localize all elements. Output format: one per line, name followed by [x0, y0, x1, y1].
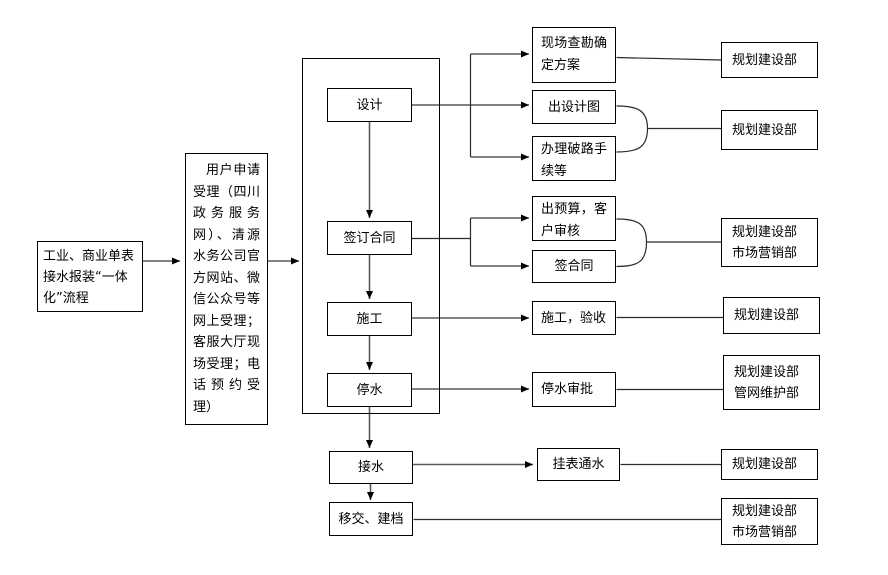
node-dept-planning-3: 规划建设部 [723, 297, 820, 334]
node-dept-planning-2: 规划建设部 [721, 110, 818, 150]
node-water-stop-approval: 停水审批 [532, 372, 616, 407]
node-dept-planning-marketing-2: 规划建设部 市场营销部 [721, 498, 818, 545]
node-dept-planning-marketing-1: 规划建设部 市场营销部 [721, 218, 818, 267]
node-contract-signing: 签合同 [532, 250, 616, 283]
node-process-title: 工业、商业单表接水报装“一体化”流程 [37, 241, 143, 312]
stage-group-frame [302, 58, 440, 414]
node-road-breaking: 办理破路手续等 [532, 136, 616, 181]
node-construction-acceptance: 施工，验收 [532, 301, 616, 335]
node-dept-planning-4: 规划建设部 [721, 449, 818, 480]
node-budget-review: 出预算，客户审核 [532, 196, 616, 241]
node-design-stage: 设计 [327, 88, 412, 122]
node-sign-contract-stage: 签订合同 [327, 221, 412, 255]
node-meter-water-on: 挂表通水 [537, 448, 620, 481]
node-handover-archive: 移交、建档 [329, 502, 413, 536]
node-water-stop-stage: 停水 [327, 373, 412, 407]
node-design-drawing: 出设计图 [532, 90, 616, 124]
node-user-application: 用户申请受理（四川政务服务网）、清源水务公司官方网站、微信公众号等网上受理；客服… [185, 153, 268, 425]
node-construction-stage: 施工 [327, 302, 412, 336]
node-dept-planning-1: 规划建设部 [721, 42, 818, 78]
node-water-connect-stage: 接水 [329, 451, 413, 484]
node-dept-planning-pipeline: 规划建设部 管网维护部 [723, 355, 820, 410]
node-site-survey: 现场查勘确定方案 [532, 27, 616, 83]
